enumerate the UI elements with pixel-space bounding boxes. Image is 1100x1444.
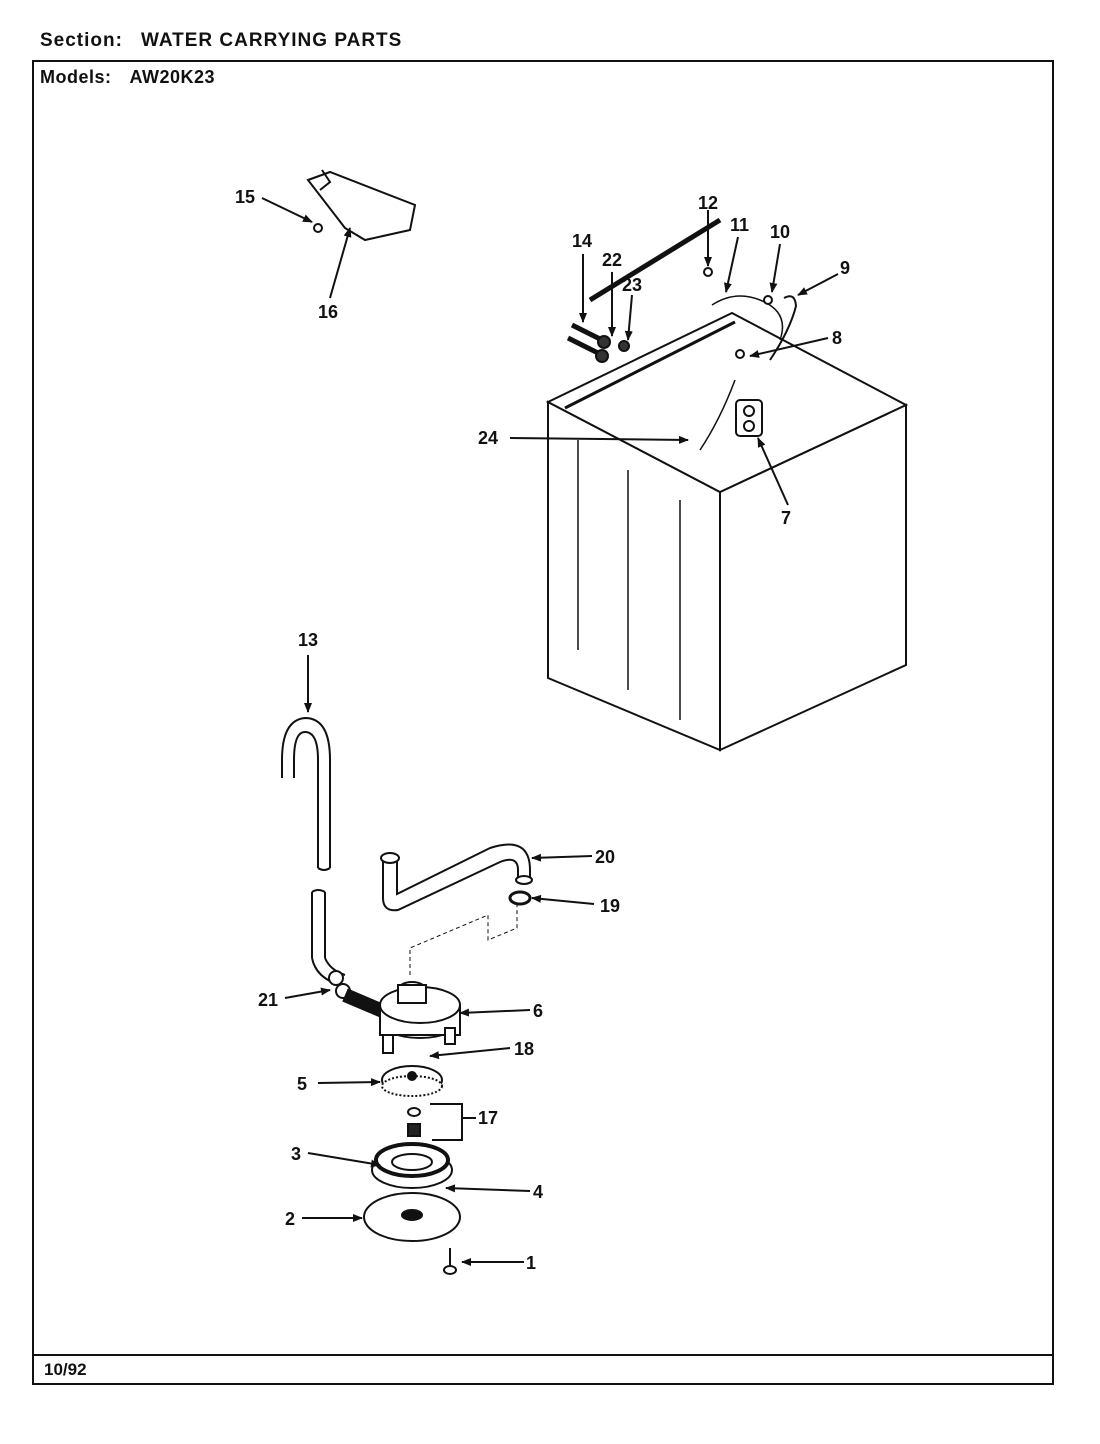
models-header: Models: AW20K23 — [40, 67, 215, 88]
callout-labels: 1 2 3 4 5 6 7 8 9 10 11 12 13 14 15 16 1… — [235, 187, 850, 1273]
callout-22: 22 — [602, 250, 622, 270]
callout-21: 21 — [258, 990, 278, 1010]
alignment-guides — [409, 905, 518, 975]
callout-18: 18 — [514, 1039, 534, 1059]
inlet-fittings — [703, 267, 798, 361]
callout-7: 7 — [781, 508, 791, 528]
pump-hose — [380, 843, 533, 912]
callout-16: 16 — [318, 302, 338, 322]
callout-19: 19 — [600, 896, 620, 916]
screw — [443, 1248, 457, 1275]
callout-6: 6 — [533, 1001, 543, 1021]
callout-10: 10 — [770, 222, 790, 242]
footer-divider — [32, 1354, 1054, 1356]
callout-15: 15 — [235, 187, 255, 207]
model-number: AW20K23 — [129, 67, 216, 87]
water-pump — [342, 981, 461, 1054]
bolts — [566, 322, 630, 363]
callout-4: 4 — [533, 1182, 543, 1202]
diagram-frame — [32, 60, 1054, 1385]
callout-13: 13 — [298, 630, 318, 650]
models-label: Models: — [40, 67, 112, 87]
revision-date: 10/92 — [44, 1360, 87, 1379]
callout-2: 2 — [285, 1209, 295, 1229]
callout-20: 20 — [595, 847, 615, 867]
section-title: WATER CARRYING PARTS — [140, 30, 403, 51]
drain-hose-lower — [311, 889, 351, 999]
cabinet — [545, 217, 909, 752]
callout-9: 9 — [840, 258, 850, 278]
callout-14: 14 — [572, 231, 592, 251]
section-header: Section: WATER CARRYING PARTS — [40, 30, 402, 52]
callout-12: 12 — [698, 193, 718, 213]
drain-hose-upper — [281, 716, 331, 871]
mounting-bracket — [306, 169, 417, 242]
pump-base — [371, 1142, 453, 1189]
callout-17: 17 — [478, 1108, 498, 1128]
pump-cover-plate — [363, 1192, 461, 1242]
water-valve — [735, 399, 763, 437]
leader-lines — [261, 197, 839, 1266]
callout-1: 1 — [526, 1253, 536, 1273]
callout-23: 23 — [622, 275, 642, 295]
callout-3: 3 — [291, 1144, 301, 1164]
callout-11: 11 — [730, 215, 749, 235]
callout-8: 8 — [832, 328, 842, 348]
pump-seal-kit — [407, 1107, 421, 1137]
callout-5: 5 — [297, 1074, 307, 1094]
callout-24: 24 — [478, 428, 498, 448]
section-label: Section: — [40, 30, 123, 51]
impeller — [381, 1065, 443, 1097]
